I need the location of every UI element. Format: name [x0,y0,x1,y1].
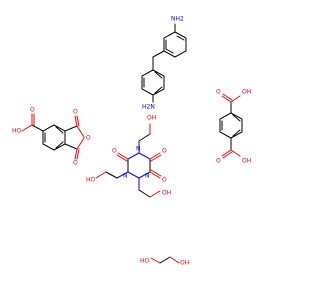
tris-hydroxyethyl-isocyanurate: OH N O O N N O HO OH [86,115,171,198]
hydroxyethyl-arm [95,171,107,179]
ring-double-bond [176,35,185,41]
terephthalic-acid: O OH O OH [216,89,251,165]
acid-carbonyl [222,93,233,101]
glycol-bond [159,256,171,264]
molecule-canvas: NH2 H2N HO O O O O [12,16,251,267]
anhydride-carbonyl [74,148,78,160]
acid-hydroxyl-bond [230,149,241,157]
acid-oxygen-bottom: O [216,158,221,165]
aromatic-ring [219,112,243,139]
ring-double-bond [154,71,163,79]
ring-oxygen-label: O [86,135,91,142]
hydroxyethyl-arm [116,171,129,179]
methylenedianiline: NH2 H2N [141,16,187,111]
acid-carbonyl [221,95,232,103]
acid-bond [31,124,44,132]
ring-carbonyl [150,169,162,177]
hydroxyethyl-arm [138,133,151,142]
ring-carbonyl [149,171,161,179]
ring-carbonyl [117,152,129,160]
acid-carbonyl [222,151,233,159]
glycol-hydroxyl-left: HO [140,258,150,265]
top-benzene-ring [163,31,187,58]
acid-carbonyl [221,149,232,157]
hydroxyethyl-arm [138,189,151,198]
carbonyl-oxygen-right: O [162,148,167,155]
ring-carbonyl [149,152,161,160]
ring-double-bond [232,114,241,122]
ring-bond [127,152,140,160]
trimellitic-anhydride: HO O O O O [12,107,91,167]
glycol-hydroxyl-right: OH [180,260,189,267]
nitrogen-label-left: N [123,173,128,180]
structure-diagram: NH2 H2N HO O O O O [12,16,251,267]
nitrogen-label-right: N [145,173,150,180]
anhydride-carbonyl [76,148,80,160]
ring-double-bond [165,48,174,54]
anhydride-carbonyl [74,115,78,127]
anhydride-carbonyl [76,115,80,127]
ring-double-bond [55,126,64,134]
carbonyl-oxygen-bottom: O [162,177,167,184]
amine-label-top: NH2 [171,16,184,23]
amine-label-bottom: H2N [142,104,155,111]
anhydride-bond [76,137,85,150]
acid-hydroxyl-top: OH [242,89,251,96]
hydroxyethyl-arm [105,171,118,179]
ring-carbonyl [116,154,128,162]
acid-oxygen-top: O [216,89,221,96]
ring-bond [138,171,151,179]
glycol-bond [169,256,180,264]
hydroxyl-label-top: OH [147,115,156,122]
ring-double-bond [232,129,241,137]
acid-hydroxyl-label: HO [12,128,22,135]
anhydride-bond [76,125,85,138]
bottom-benzene-ring [141,69,165,96]
ring-carbonyl [150,154,162,162]
hydroxyl-label-bottom: OH [162,190,171,197]
anhydride-bond [64,125,78,132]
acid-oxygen-label: O [30,107,35,114]
aromatic-ring [42,124,66,151]
glycol-bond [150,257,161,264]
methylene-bond [152,50,165,58]
hydroxyethyl-arm [149,190,161,198]
ring-double-bond [154,86,163,94]
acid-hydroxyl-bond [21,124,33,132]
anhydride-bond [64,143,78,150]
acid-hydroxyl-bottom: OH [242,158,251,165]
acid-hydroxyl-bond [230,95,241,103]
ring-bond [138,152,151,160]
hydroxyl-label-left: HO [86,177,96,184]
carbonyl-oxygen-bottom: O [73,160,78,167]
carbonyl-oxygen-left: O [112,148,117,155]
ethylene-glycol: HO OH [140,256,189,267]
carbonyl-oxygen-top: O [73,109,78,116]
ring-bond [127,171,140,179]
nitrogen-label-top: N [136,146,141,153]
ring-double-bond [55,141,64,149]
